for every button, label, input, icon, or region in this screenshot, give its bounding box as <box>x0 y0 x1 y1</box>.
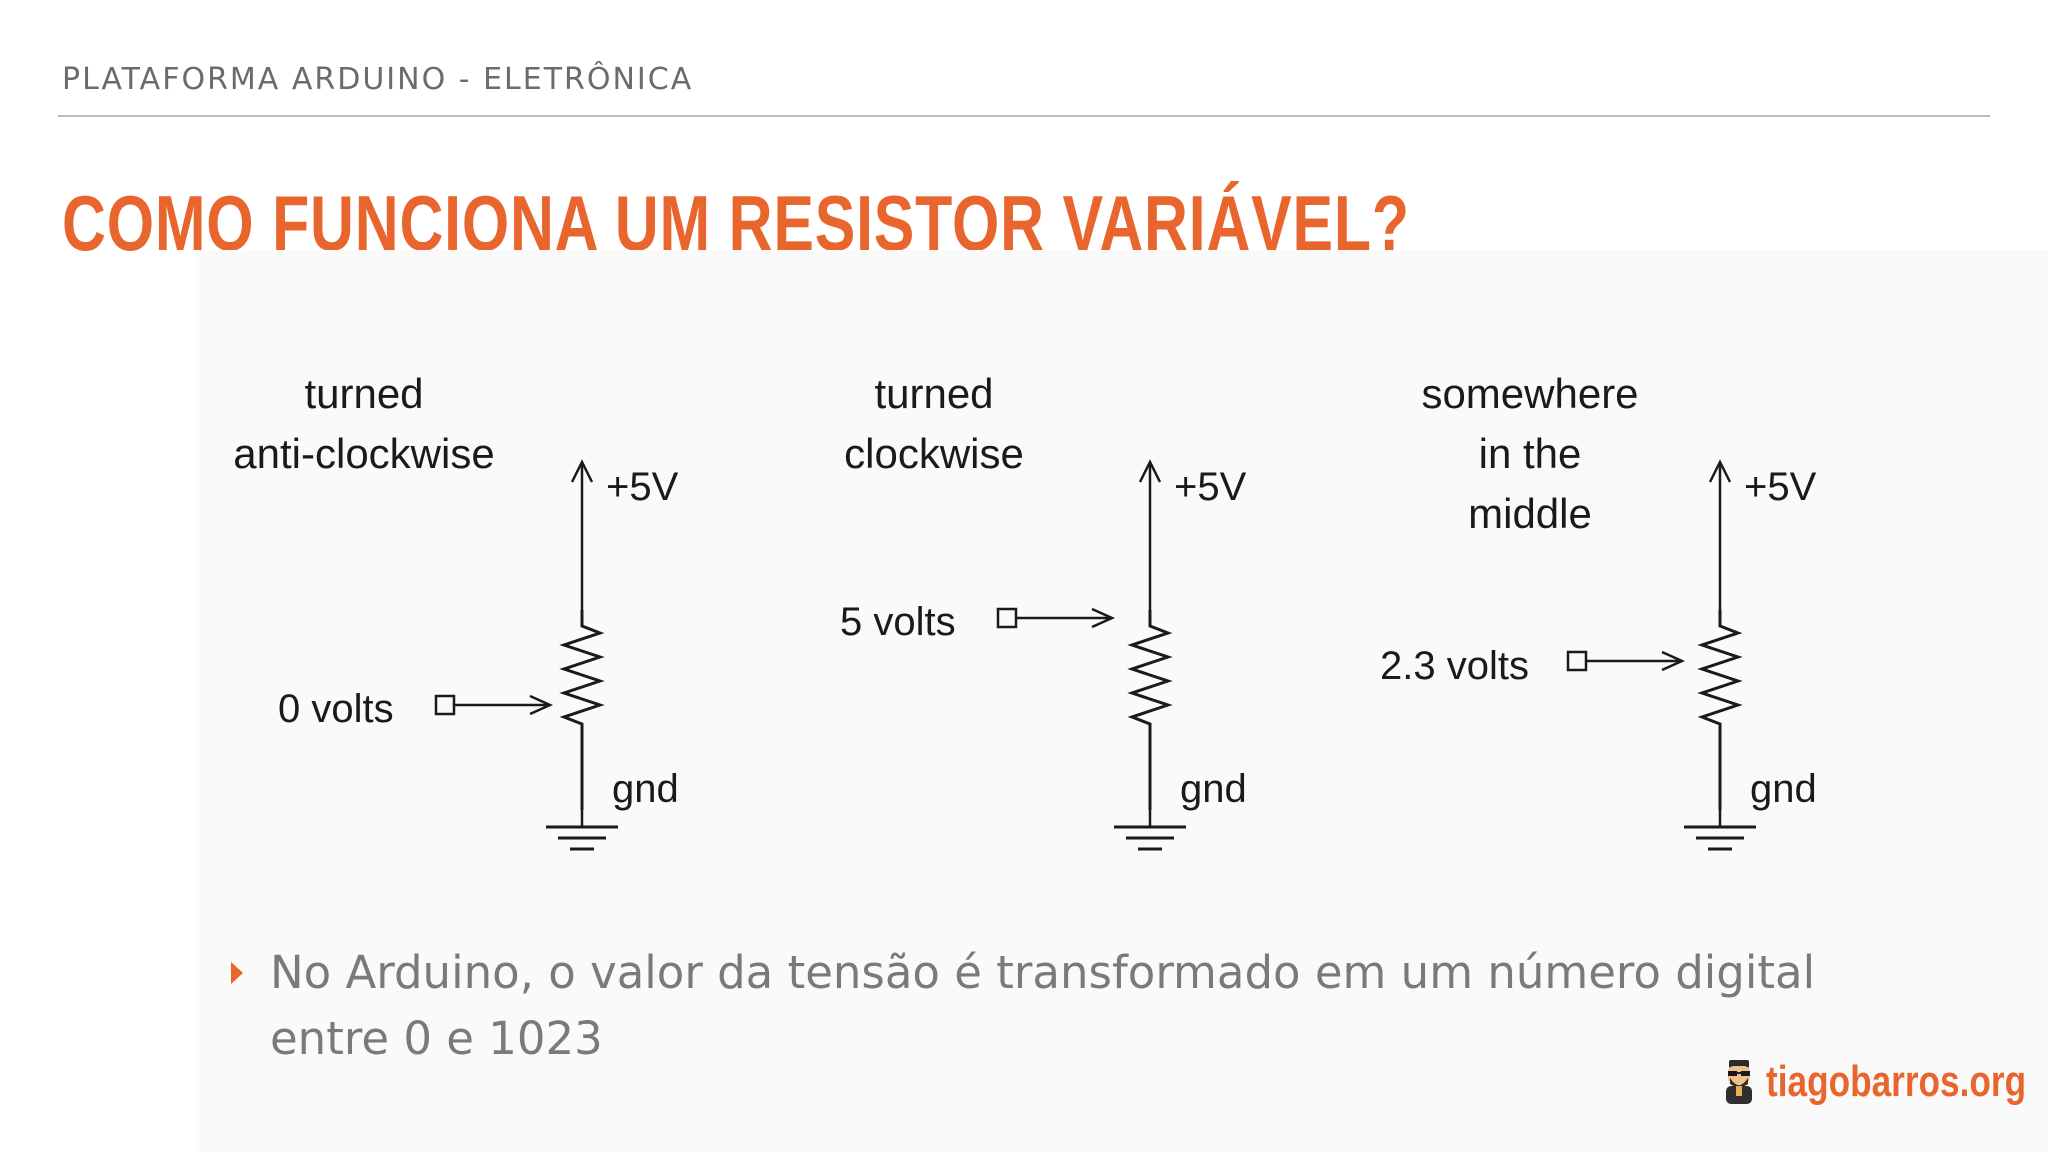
panel-1-output-terminal <box>434 694 456 716</box>
section-header: PLATAFORMA ARDUINO - ELETRÔNICA <box>62 62 694 97</box>
brand-link[interactable]: tiagobarros.org <box>1766 1057 2027 1106</box>
figure-background <box>196 250 2048 1152</box>
panel-1-supply-label: +5V <box>606 465 679 509</box>
panel-2-supply-label: +5V <box>1174 465 1247 509</box>
panel-2-supply-arrowhead <box>1138 459 1162 483</box>
panel-1-wiper-arrowhead <box>529 694 554 716</box>
avatar-icon <box>1726 1060 1752 1104</box>
panel-anti-clockwise: turned anti-clockwise +5V 0 volts gnd <box>233 370 679 851</box>
panel-3-wiper-arrowhead <box>1661 650 1686 672</box>
header-divider <box>58 115 1990 117</box>
brand-footer[interactable]: tiagobarros.org <box>1722 1054 2048 1110</box>
panel-1-caption-line-1: turned <box>304 370 423 417</box>
panel-2-caption-line-1: turned <box>874 370 993 417</box>
panel-2-caption-line-2: clockwise <box>844 430 1024 477</box>
panel-middle: somewhere in the middle +5V 2.3 volts gn… <box>1380 370 1817 851</box>
panel-3-caption-line-2: in the <box>1479 430 1582 477</box>
panel-3-supply-label: +5V <box>1744 465 1817 509</box>
panel-3-output-terminal <box>1566 650 1588 672</box>
bullet-point: No Arduino, o valor da tensão é transfor… <box>231 940 1852 1072</box>
panel-clockwise: turned clockwise +5V 5 volts gnd <box>840 370 1247 851</box>
panel-3-caption-line-3: middle <box>1468 490 1592 537</box>
panel-1-ground-label: gnd <box>612 767 679 811</box>
panel-1-caption-line-2: anti-clockwise <box>233 430 494 477</box>
panel-3-resistor-zigzag <box>1697 610 1743 810</box>
panel-1-supply-arrowhead <box>570 459 594 483</box>
panel-2-resistor-zigzag <box>1127 610 1173 810</box>
panel-2-wiper-arrowhead <box>1091 607 1116 629</box>
panel-1-output-label: 0 volts <box>278 687 394 731</box>
panel-1-resistor-zigzag <box>559 610 605 810</box>
bullet-triangle-icon <box>231 962 243 984</box>
panel-2-ground-label: gnd <box>1180 767 1247 811</box>
panel-3-supply-arrowhead <box>1708 459 1732 483</box>
panel-3-caption-line-1: somewhere <box>1421 370 1638 417</box>
bullet-text: No Arduino, o valor da tensão é transfor… <box>270 946 1816 1065</box>
panel-3-output-label: 2.3 volts <box>1380 644 1529 688</box>
potentiometer-diagram: turned anti-clockwise +5V 0 volts gnd tu… <box>233 370 1817 851</box>
panel-3-ground-label: gnd <box>1750 767 1817 811</box>
panel-2-output-label: 5 volts <box>840 600 956 644</box>
panel-2-output-terminal <box>996 607 1018 629</box>
